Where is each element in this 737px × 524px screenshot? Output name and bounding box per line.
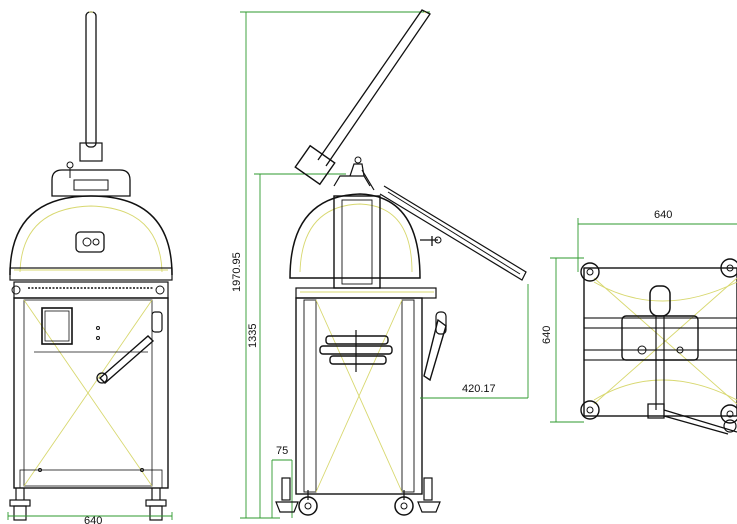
side-wheels [275,477,441,516]
side-base-plate [295,287,437,299]
front-dome-outer [9,195,173,276]
front-view: 640 [7,11,173,524]
side-body-height-label: 1335 [247,324,259,348]
front-dome-band [9,267,173,281]
top-width-dimension: 640 [577,209,737,272]
top-view: 640 640 [541,209,737,435]
front-control-box [75,231,105,253]
side-dome [289,193,421,279]
side-lever [294,9,431,186]
front-width-dimension: 640 [7,512,173,524]
front-side-handle [98,335,155,384]
side-body-height-dimension: 1335 [247,173,346,518]
top-width-label: 640 [654,209,672,221]
front-display-panel [41,307,73,345]
side-lever-reach-label: 420.17 [462,383,496,395]
front-cabinet [13,297,169,489]
top-lever [649,285,671,317]
top-outer-frame [583,267,737,417]
front-dome-inner [19,205,163,273]
side-frame [295,297,423,495]
front-feet [9,488,167,521]
front-lever-rod [85,11,97,148]
side-foot-offset-label: 75 [276,445,288,457]
front-top-window [73,179,109,191]
side-column [333,195,381,289]
top-wheels [580,258,737,424]
front-cutting-table [13,281,169,299]
side-blade-assembly [319,330,393,372]
side-guide-bar [379,185,527,281]
front-top-housing [51,169,131,197]
top-depth-dimension: 640 [541,257,584,423]
front-indicator [66,161,74,169]
side-total-height-dimension: 1970.95 [231,11,430,519]
front-width-label: 640 [84,515,102,524]
side-total-height-label: 1970.95 [231,252,243,292]
side-lever-reach-dimension: 420.17 [420,284,529,399]
front-lever-collar [79,142,103,162]
side-view: 1970.95 1335 [231,9,529,519]
top-depth-label: 640 [541,326,553,344]
side-foot-offset-dimension: 75 [271,445,293,518]
side-handle [423,318,447,382]
